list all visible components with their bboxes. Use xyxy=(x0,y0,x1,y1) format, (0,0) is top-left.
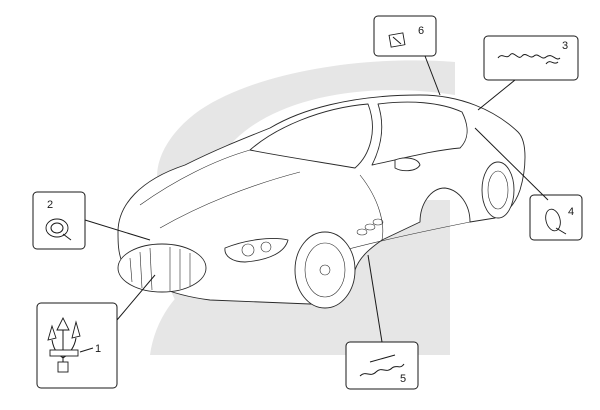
car-sill-line xyxy=(344,221,471,251)
callout-2-label: 2 xyxy=(47,199,53,211)
car-headlight xyxy=(224,238,289,263)
leader-4 xyxy=(474,127,549,201)
leader-1 xyxy=(116,274,156,321)
car-hood-crease xyxy=(159,171,301,229)
car-side-window xyxy=(371,101,468,166)
trident-emblem-icon xyxy=(47,316,81,373)
callout-4[interactable]: 4 xyxy=(529,194,583,241)
callout-3[interactable]: 3 xyxy=(483,35,579,81)
car-outline xyxy=(117,94,526,309)
car-side-vents xyxy=(356,218,384,236)
leader-5 xyxy=(367,254,383,343)
car-hood-line xyxy=(139,149,251,206)
script-lettering-icon xyxy=(497,53,561,65)
oval-badge-icon xyxy=(545,208,567,235)
callout-5[interactable]: 5 xyxy=(345,341,419,390)
callout-1-box xyxy=(36,302,118,389)
callout-4-label: 4 xyxy=(568,206,574,218)
car-grille-bars xyxy=(129,247,191,291)
leader-3 xyxy=(477,79,516,111)
callout-3-label: 3 xyxy=(562,40,568,52)
callout-6-label: 6 xyxy=(418,25,424,37)
side-script-lettering-icon xyxy=(359,354,405,377)
round-badge-icon xyxy=(45,218,72,241)
callout-6[interactable]: 6 xyxy=(373,15,437,57)
callout-1-label: 1 xyxy=(95,343,101,355)
leader-2 xyxy=(84,219,151,241)
car-front-wheel xyxy=(294,231,356,309)
car-mirror xyxy=(394,157,421,172)
car-grille xyxy=(117,243,207,293)
square-badge-icon xyxy=(388,32,406,48)
callout-6-box xyxy=(373,15,437,57)
callout-1[interactable]: 1 xyxy=(36,302,118,389)
car-rear-wheel xyxy=(481,161,515,219)
car-door-line xyxy=(359,174,384,241)
callout-3-box xyxy=(483,35,579,81)
callout-5-box xyxy=(345,341,419,390)
car-windshield xyxy=(249,103,373,169)
leader-6 xyxy=(424,55,441,96)
callout-2[interactable]: 2 xyxy=(32,191,86,250)
callout-5-label: 5 xyxy=(400,373,406,385)
